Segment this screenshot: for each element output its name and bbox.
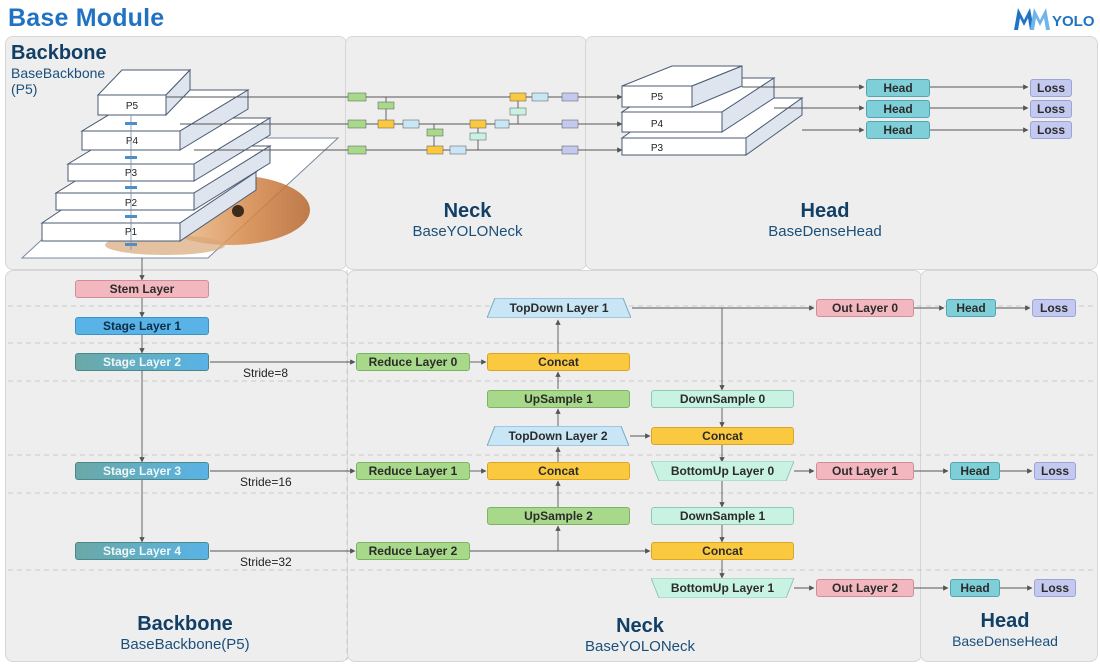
top-head-title: Head (800, 200, 850, 222)
stem-layer: Stem Layer (75, 280, 209, 298)
bottom-neck-title: Neck (616, 615, 664, 637)
bottomup-layer-1: BottomUp Layer 1 (651, 578, 794, 598)
downsample-1: DownSample 1 (651, 507, 794, 525)
bottom-head-title: Head (980, 610, 1030, 632)
bottom-backbone-sub: BaseBackbone(P5) (120, 636, 250, 653)
bottom-neck-sub: BaseYOLONeck (584, 638, 696, 655)
top-head-flows (742, 84, 1029, 133)
mmyolo-logo: YOLO (1012, 4, 1094, 34)
top-loss-box-3: Loss (1030, 121, 1072, 139)
reduce-layer-1: Reduce Layer 1 (356, 462, 470, 480)
out-layer-2: Out Layer 2 (816, 579, 914, 597)
stage-layer-1: Stage Layer 1 (75, 317, 209, 335)
top-neck-title: Neck (443, 200, 492, 222)
concat-c: Concat (651, 427, 794, 445)
concat-d: Concat (651, 542, 794, 560)
top-head-box-2: Head (866, 100, 930, 118)
upsample-2: UpSample 2 (487, 507, 630, 525)
top-head-sub: BaseDenseHead (768, 223, 882, 240)
reduce-layer-2: Reduce Layer 2 (356, 542, 470, 560)
top-backbone-sub1: BaseBackbone (11, 65, 106, 81)
stage-layer-2: Stage Layer 2 (75, 353, 209, 371)
reduce-layer-0: Reduce Layer 0 (356, 353, 470, 371)
out-p3-label: P3 (651, 143, 664, 154)
topdown-layer-1: TopDown Layer 1 (487, 298, 631, 318)
bottom-neck-label: Neck BaseYOLONeck (550, 615, 730, 655)
stride-8-label: Stride=8 (243, 366, 289, 380)
bottomup-layer-1-label: BottomUp Layer 1 (670, 581, 775, 595)
bottom-head-sub: BaseDenseHead (952, 633, 1058, 649)
bottom-loss-box-3: Loss (1034, 579, 1076, 597)
concat-b: Concat (487, 462, 630, 480)
pyramid-p4-label: P4 (126, 136, 139, 147)
top-head-label: Head BaseDenseHead (700, 200, 950, 240)
concat-a: Concat (487, 353, 630, 371)
top-loss-box-1: Loss (1030, 79, 1072, 97)
bottom-loss-box-1: Loss (1032, 299, 1076, 317)
topdown-layer-2: TopDown Layer 2 (487, 426, 629, 446)
bottom-loss-box-2: Loss (1034, 462, 1076, 480)
bottom-head-box-2: Head (950, 462, 1000, 480)
logo-text: YOLO (1052, 13, 1094, 30)
upsample-1: UpSample 1 (487, 390, 630, 408)
stage-layer-3: Stage Layer 3 (75, 462, 209, 480)
out-slab-p5 (621, 65, 743, 108)
out-layer-1: Out Layer 1 (816, 462, 914, 480)
bottomup-layer-1-shape (651, 578, 794, 598)
out-p5-label: P5 (651, 92, 664, 103)
topdown-layer-2-label: TopDown Layer 2 (508, 429, 608, 443)
out-p4-label: P4 (651, 119, 664, 130)
pyramid-slabs (40, 68, 272, 242)
topdown-layer-1-shape (487, 298, 631, 318)
top-head-box-3: Head (866, 121, 930, 139)
top-backbone-sub2: (P5) (11, 81, 38, 97)
bottomup-layer-0: BottomUp Layer 0 (651, 461, 794, 481)
bottom-backbone-title: Backbone (137, 613, 233, 635)
topdown-layer-2-shape (487, 426, 629, 446)
bottomup-layer-0-shape (651, 461, 794, 481)
topdown-layer-1-label: TopDown Layer 1 (509, 301, 609, 315)
mmyolo-logo-icon: YOLO (1014, 8, 1094, 30)
slab-p5 (96, 68, 192, 117)
downsample-0: DownSample 0 (651, 390, 794, 408)
top-loss-box-2: Loss (1030, 100, 1072, 118)
top-head-box-1: Head (866, 79, 930, 97)
bottomup-layer-0-label: BottomUp Layer 0 (670, 464, 775, 478)
page-title: Base Module (8, 4, 165, 32)
output-slabs (620, 65, 804, 156)
top-backbone-label: Backbone BaseBackbone (P5) (11, 42, 107, 97)
top-neck-label: Neck BaseYOLONeck (345, 200, 590, 240)
bottom-head-box-3: Head (950, 579, 1000, 597)
bottom-head-label: Head BaseDenseHead (930, 610, 1080, 649)
stride-16-label: Stride=16 (240, 475, 292, 489)
stage-layer-4: Stage Layer 4 (75, 542, 209, 560)
top-neck-sub: BaseYOLONeck (412, 223, 523, 240)
pyramid-p5-label: P5 (126, 101, 139, 112)
out-layer-0: Out Layer 0 (816, 299, 914, 317)
bottom-backbone-label: Backbone BaseBackbone(P5) (90, 613, 280, 653)
top-backbone-title: Backbone (11, 42, 107, 64)
bottom-head-box-1: Head (946, 299, 996, 317)
top-neck-chips (347, 92, 579, 155)
stride-32-label: Stride=32 (240, 555, 292, 569)
